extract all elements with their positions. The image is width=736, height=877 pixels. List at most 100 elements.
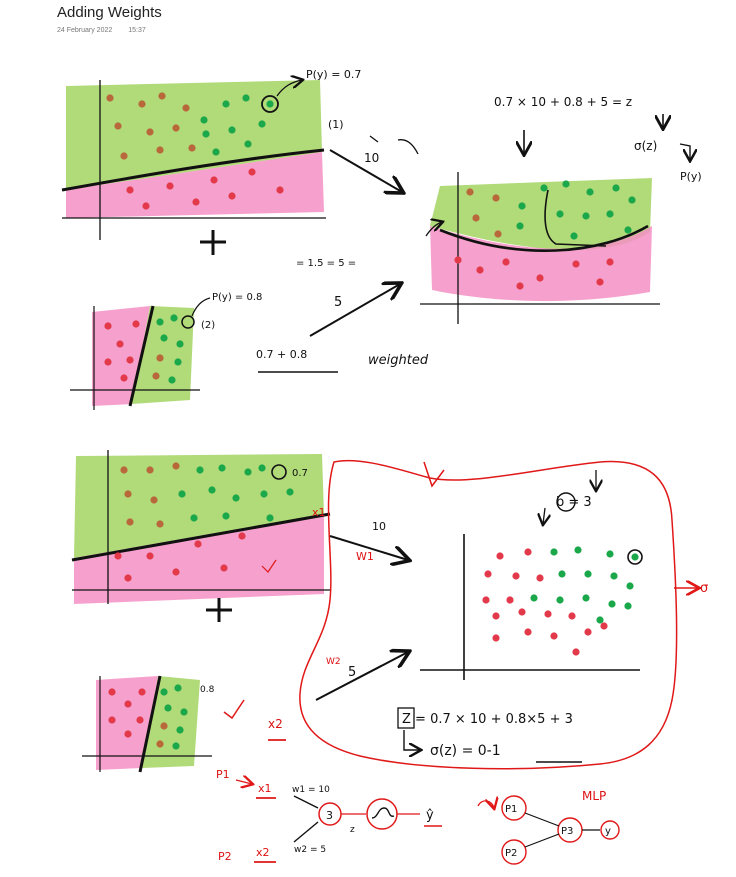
annotation-mid-w2: 5 bbox=[334, 295, 342, 310]
scatter-dot bbox=[258, 464, 266, 472]
annotation-top-curve bbox=[369, 135, 419, 155]
scatter-dot bbox=[596, 616, 604, 624]
sigma-hook-arrow bbox=[403, 730, 420, 750]
scatter-dot bbox=[512, 572, 520, 580]
scatter-dot bbox=[126, 518, 134, 526]
scatter-dot bbox=[572, 648, 580, 656]
scatter-dot bbox=[210, 176, 218, 184]
scatter-dot bbox=[170, 314, 178, 322]
annotation-p2: P2 bbox=[218, 850, 232, 863]
annotation-top-sigma: σ(z) bbox=[634, 139, 657, 153]
arrow-w1-bottom bbox=[329, 535, 408, 560]
scatter-dot bbox=[600, 622, 608, 630]
scatter-dot bbox=[150, 496, 158, 504]
scatter-dot bbox=[540, 184, 548, 192]
scatter-dot bbox=[558, 570, 566, 578]
scatter-dot bbox=[164, 704, 172, 712]
scatter-dot bbox=[518, 202, 526, 210]
scatter-dot bbox=[476, 266, 484, 274]
annotation-sigma-right: σ bbox=[700, 581, 708, 596]
red-marks: x2 bbox=[223, 559, 286, 741]
scatter-dot bbox=[168, 376, 176, 384]
scatter-dot bbox=[146, 552, 154, 560]
scatter-dot bbox=[266, 100, 274, 108]
plot-3-highlight bbox=[271, 464, 287, 480]
scatter-dot bbox=[582, 594, 590, 602]
scatter-dot bbox=[584, 628, 592, 636]
scatter-dot bbox=[124, 730, 132, 738]
annotation-top-py: P(y) = 0.7 bbox=[306, 68, 361, 81]
scatter-dot bbox=[530, 594, 538, 602]
scatter-dot bbox=[120, 374, 128, 382]
scatter-dot bbox=[176, 340, 184, 348]
scatter-dot bbox=[266, 514, 274, 522]
annotation-top-eq: 0.7 × 10 + 0.8 + 5 = z bbox=[494, 95, 632, 109]
red-blob-pointer bbox=[423, 461, 445, 488]
arrow-w2-mid bbox=[309, 284, 400, 337]
red-blob: b = 3 10 W1 W2 5 Z = 0.7 × 10 + 0.8×5 + … bbox=[299, 459, 708, 770]
plot-1-pointer bbox=[276, 80, 302, 97]
scatter-dot bbox=[156, 520, 164, 528]
scatter-dot bbox=[562, 180, 570, 188]
plot-1-green-region bbox=[66, 80, 322, 190]
page-title: Adding Weights bbox=[57, 4, 162, 21]
scatter-dot bbox=[190, 514, 198, 522]
scatter-dot bbox=[624, 602, 632, 610]
annotation-node-y: y bbox=[605, 826, 611, 837]
plot-3-boundary bbox=[71, 512, 331, 562]
scatter-dot bbox=[606, 550, 614, 558]
scatter-dot bbox=[536, 574, 544, 582]
scatter-dot bbox=[574, 546, 582, 554]
scatter-dot bbox=[550, 632, 558, 640]
scatter-dot bbox=[156, 740, 164, 748]
scatter-dot bbox=[606, 210, 614, 218]
scatter-dot bbox=[160, 334, 168, 342]
annotation-node-p3: P3 bbox=[561, 826, 573, 837]
scatter-dot bbox=[182, 104, 190, 112]
red-blob-outline bbox=[299, 459, 678, 770]
mlp-arrow bbox=[477, 801, 494, 808]
scatter-dot bbox=[106, 94, 114, 102]
p1-arrow bbox=[235, 780, 252, 784]
scatter-dot bbox=[570, 232, 578, 240]
scatter-dot bbox=[124, 490, 132, 498]
scatter-dot bbox=[176, 726, 184, 734]
scatter-dot bbox=[228, 192, 236, 200]
scatter-dot bbox=[116, 340, 124, 348]
annotation-w2-value: 5 bbox=[348, 665, 356, 680]
red-check-1 bbox=[223, 699, 245, 720]
scatter-dot bbox=[482, 596, 490, 604]
scatter-dot bbox=[108, 688, 116, 696]
scatter-dot bbox=[136, 716, 144, 724]
scatter-dot bbox=[232, 494, 240, 502]
final-highlight bbox=[627, 549, 643, 565]
scatter-dot bbox=[524, 548, 532, 556]
scatter-dot bbox=[212, 148, 220, 156]
annotation-mid-weighted: weighted bbox=[368, 353, 429, 368]
annotation-w1-eq: w1 = 10 bbox=[292, 785, 330, 795]
combined-pointer bbox=[425, 222, 442, 237]
scatter-dot bbox=[286, 488, 294, 496]
scatter-dot bbox=[502, 258, 510, 266]
annotation-w1-label: W1 bbox=[356, 550, 374, 563]
scatter-dot bbox=[126, 186, 134, 194]
annotation-w1-value: 10 bbox=[372, 520, 386, 533]
annotation-x2: x2 bbox=[256, 846, 270, 859]
scatter-dot bbox=[628, 196, 636, 204]
annotation-top-label-1: (1) bbox=[328, 118, 344, 131]
annotation-mid-sum: 0.7 + 0.8 bbox=[256, 348, 307, 361]
scatter-dot bbox=[174, 358, 182, 366]
annotation-b-label: b = 3 bbox=[556, 495, 592, 510]
scatter-dot bbox=[608, 600, 616, 608]
scatter-dot bbox=[244, 140, 252, 148]
combined-dots bbox=[454, 180, 636, 290]
scatter-dot bbox=[188, 144, 196, 152]
plot-1-highlight bbox=[261, 95, 279, 113]
annotation-x1-label: x1 bbox=[312, 506, 326, 519]
mlp-node-p1 bbox=[501, 795, 527, 821]
plot-3-green-region bbox=[74, 454, 324, 558]
scatter-dot bbox=[572, 260, 580, 268]
scatter-dot bbox=[506, 596, 514, 604]
scatter-dot bbox=[172, 124, 180, 132]
